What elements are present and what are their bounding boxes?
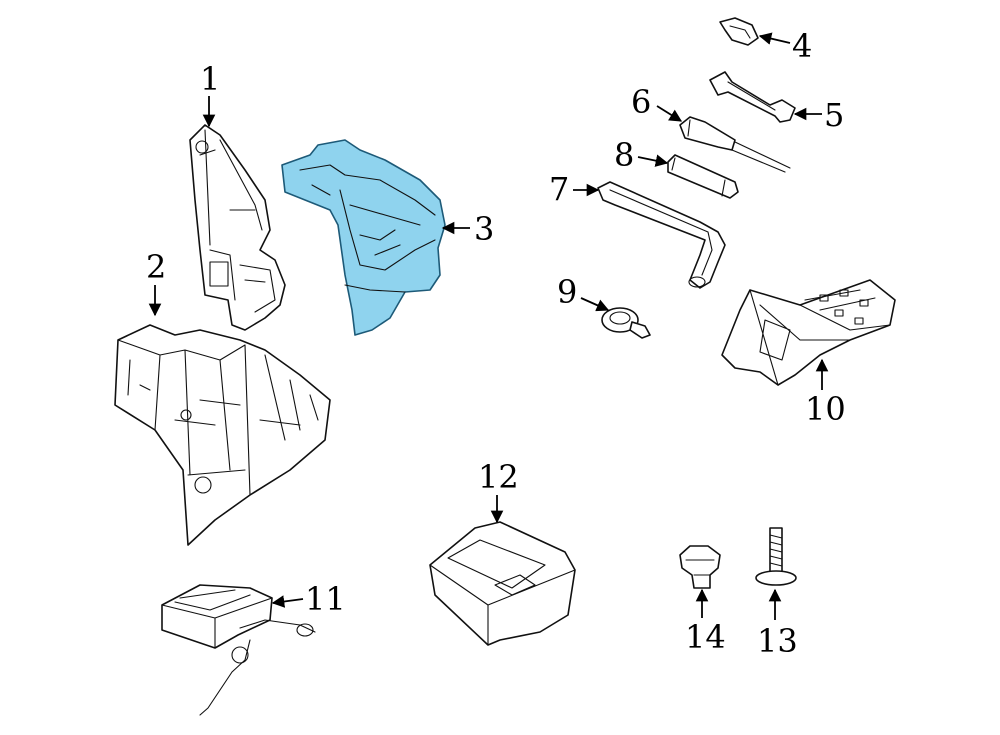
part-2-tool-tray[interactable]: [114, 324, 331, 546]
callout-label-3: 3: [474, 210, 494, 248]
callout-label-13: 13: [757, 622, 798, 660]
callout-9: 9: [557, 273, 610, 312]
part-14-knob-nut[interactable]: [679, 545, 721, 589]
part-6-screwdriver[interactable]: [679, 116, 791, 173]
part-12-storage-tub[interactable]: [429, 521, 576, 646]
callout-7: 7: [549, 170, 600, 208]
callout-label-7: 7: [549, 170, 569, 208]
callout-label-2: 2: [146, 248, 166, 286]
part-8-extension[interactable]: [667, 154, 739, 199]
part-3-body: [281, 139, 446, 336]
callout-label-5: 5: [824, 96, 844, 134]
callout-3: 3: [441, 210, 494, 248]
callout-label-11: 11: [305, 580, 346, 618]
callout-2: 2: [146, 248, 166, 317]
callout-label-8: 8: [614, 136, 634, 174]
callout-label-1: 1: [200, 60, 220, 98]
callout-14: 14: [685, 588, 726, 656]
part-5-wrench[interactable]: [709, 71, 796, 123]
callout-label-9: 9: [557, 273, 577, 311]
callout-12: 12: [478, 458, 519, 524]
part-7-lug-wrench[interactable]: [597, 181, 726, 289]
callout-5: 5: [793, 96, 844, 134]
callout-10: 10: [805, 358, 846, 428]
part-10-bracket[interactable]: [721, 279, 896, 386]
callout-11: 11: [271, 580, 346, 618]
callout-label-14: 14: [685, 618, 726, 656]
part-1-jack[interactable]: [189, 124, 286, 331]
callout-6: 6: [631, 83, 683, 122]
part-13-bolt[interactable]: [755, 527, 797, 586]
callout-label-4: 4: [792, 27, 812, 65]
callout-13: 13: [757, 588, 798, 660]
part-9-towing-eye[interactable]: [601, 307, 651, 339]
callout-1: 1: [200, 60, 220, 128]
part-11-compressor[interactable]: [161, 584, 316, 716]
callout-8: 8: [614, 136, 669, 174]
callout-label-6: 6: [631, 83, 651, 121]
callout-label-10: 10: [805, 390, 846, 428]
part-3-foam-insert[interactable]: [281, 139, 446, 336]
callout-label-12: 12: [478, 458, 519, 496]
callout-4: 4: [758, 27, 812, 65]
part-4-clip[interactable]: [719, 17, 759, 46]
